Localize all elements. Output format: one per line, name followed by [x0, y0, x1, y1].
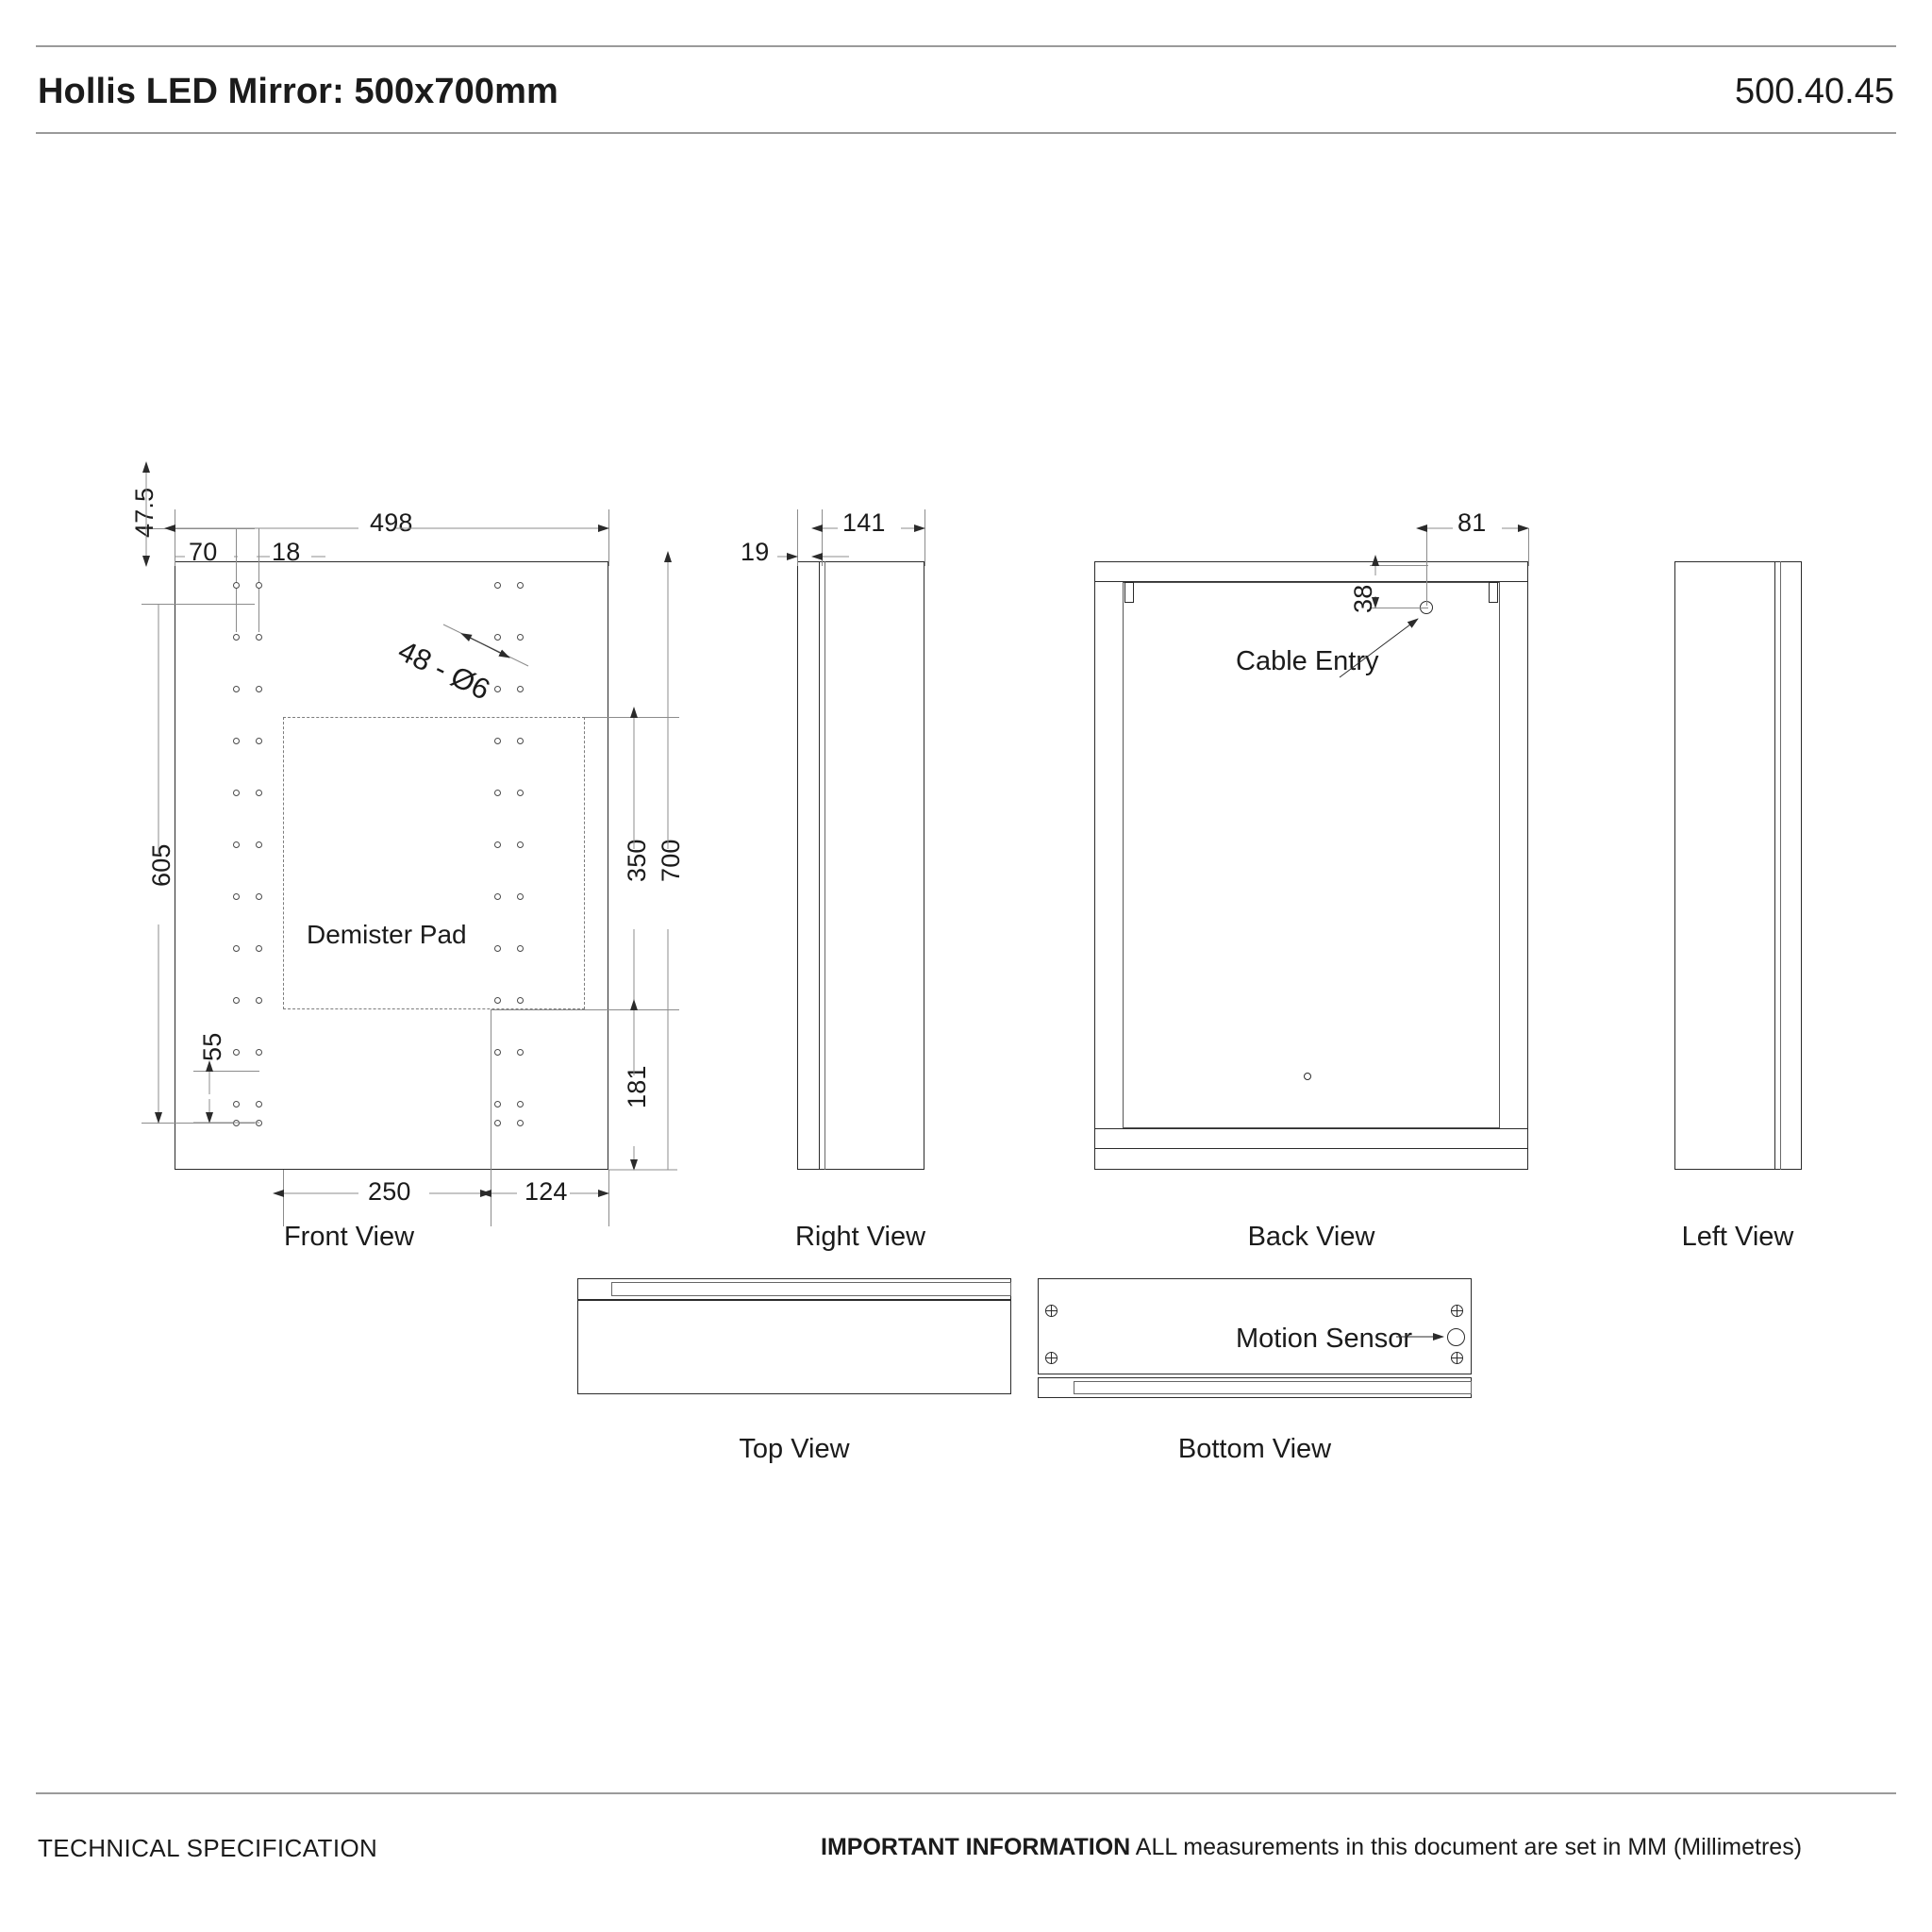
dim-front-18: 18 — [272, 538, 301, 566]
page-title: Hollis LED Mirror: 500x700mm — [38, 72, 558, 111]
dim-front-124: 124 — [525, 1177, 568, 1206]
back-view-mid-hole — [1304, 1073, 1311, 1080]
dim-back-38: 38 — [1349, 584, 1377, 613]
top-view-body — [577, 1300, 1011, 1394]
back-view-inner-panel — [1123, 582, 1500, 1128]
footer-right-note: IMPORTANT INFORMATION ALL measurements i… — [821, 1834, 1802, 1861]
dim-front-605: 605 — [147, 843, 175, 887]
ext-line-124-right — [608, 1170, 609, 1226]
dim-front-top-offset: 47.5 — [130, 487, 158, 538]
right-ext-glass — [822, 509, 823, 566]
back-view-top-rail — [1094, 561, 1528, 582]
ext-line-605-bot — [142, 1123, 255, 1124]
back-ext-38-top — [1370, 565, 1428, 566]
footer-measurement-note: ALL measurements in this document are se… — [1130, 1834, 1803, 1860]
motion-sensor-hole — [1447, 1328, 1465, 1346]
demister-pad-label: Demister Pad — [307, 920, 467, 949]
left-view-body — [1674, 561, 1802, 1170]
front-view-label: Front View — [283, 1222, 415, 1252]
top-view-glass-inner — [611, 1282, 1011, 1296]
dim-front-700: 700 — [657, 839, 685, 882]
dim-front-width: 498 — [370, 508, 413, 537]
header-rule-top — [36, 45, 1896, 47]
bottom-view-body — [1038, 1278, 1472, 1374]
ext-line-right-edge — [608, 509, 609, 566]
back-view-label: Back View — [1247, 1222, 1375, 1252]
right-view-glass-edge-b — [824, 561, 825, 1170]
dim-right-141: 141 — [842, 508, 886, 537]
footer-rule — [36, 1792, 1896, 1794]
bottom-view-screw-bottom-left — [1045, 1352, 1058, 1364]
left-view-glass-edge-b — [1780, 561, 1781, 1170]
right-ext-left — [797, 509, 798, 566]
dim-front-70: 70 — [189, 538, 218, 566]
footer-left-label: TECHNICAL SPECIFICATION — [38, 1834, 378, 1862]
left-view-glass-edge-a — [1774, 561, 1775, 1170]
dim-front-55: 55 — [198, 1032, 226, 1061]
ext-line-350-top — [585, 717, 679, 718]
ext-line-left-col1 — [236, 528, 237, 632]
ext-line-350-bot — [491, 1009, 679, 1010]
back-ext-cable-v — [1426, 528, 1427, 606]
bottom-view-screw-bottom-right — [1451, 1352, 1463, 1364]
top-view-label: Top View — [739, 1434, 850, 1464]
dim-right-19: 19 — [741, 538, 770, 566]
dim-back-81: 81 — [1457, 508, 1487, 537]
left-view-label: Left View — [1681, 1222, 1794, 1252]
front-mirror-outline — [175, 561, 608, 1170]
ext-line-605-top — [142, 604, 255, 605]
back-view-bracket-right — [1489, 582, 1498, 603]
footer-important-label: IMPORTANT INFORMATION — [821, 1834, 1131, 1860]
right-view-glass-edge-a — [819, 561, 820, 1170]
right-view-body — [797, 561, 924, 1170]
back-view-bottom-rail — [1094, 1128, 1528, 1149]
demister-pad-box — [283, 717, 585, 1009]
bottom-view-glass-inner — [1074, 1381, 1472, 1394]
dim-front-181: 181 — [623, 1065, 651, 1108]
bottom-view-screw-top-left — [1045, 1305, 1058, 1317]
header-rule-bottom — [36, 132, 1896, 134]
bottom-view-label: Bottom View — [1177, 1434, 1332, 1464]
ext-line-left-col2 — [258, 528, 259, 632]
product-code: 500.40.45 — [1734, 72, 1894, 111]
right-view-label: Right View — [794, 1222, 926, 1252]
cable-entry-label: Cable Entry — [1236, 646, 1379, 676]
ext-line-250-left — [283, 1170, 284, 1226]
back-view-bracket-left — [1124, 582, 1134, 603]
bottom-view-screw-top-right — [1451, 1305, 1463, 1317]
dim-front-350: 350 — [623, 839, 651, 882]
ext-line-top-47 — [142, 528, 255, 529]
right-ext-right — [924, 509, 925, 566]
motion-sensor-label: Motion Sensor — [1236, 1324, 1412, 1354]
ext-line-55-top — [193, 1071, 259, 1072]
dim-front-250: 250 — [368, 1177, 411, 1206]
back-ext-right-v — [1528, 528, 1529, 566]
